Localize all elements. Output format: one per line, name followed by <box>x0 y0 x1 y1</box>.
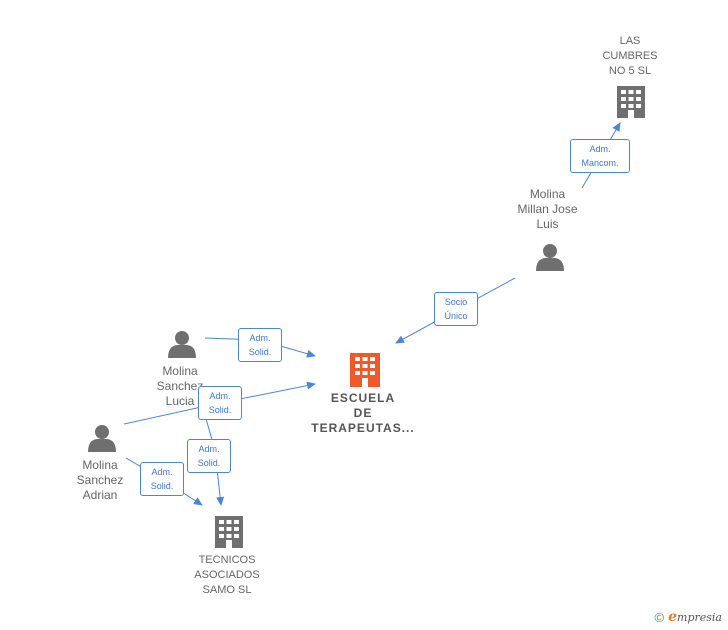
building-icon[interactable] <box>617 86 645 118</box>
molina-lucia-label[interactable]: Molina Sanchez Lucia <box>156 364 204 408</box>
edge-label-adrian-center: Adm.Solid. <box>198 386 242 420</box>
building-icon[interactable] <box>215 516 243 548</box>
person-icon[interactable] <box>88 425 116 452</box>
empresia-logo[interactable]: empresia <box>668 609 722 625</box>
edge-label-lucia-center: Adm.Solid. <box>238 328 282 362</box>
edge-label-adrian-tecnicos: Adm.Solid. <box>140 462 184 496</box>
edge-label-adm-mancom: Adm.Mancom. <box>570 139 630 173</box>
person-icon[interactable] <box>168 331 196 358</box>
copyright-icon: © <box>654 609 665 625</box>
building-icon[interactable] <box>350 353 380 387</box>
center-company-label[interactable]: ESCUELA DE TERAPEUTAS... <box>311 391 415 435</box>
tecnicos-label[interactable]: TECNICOS ASOCIADOS SAMO SL <box>194 554 260 596</box>
las-cumbres-label[interactable]: LAS CUMBRES NO 5 SL <box>602 35 658 77</box>
edge-label-lucia-tecnicos: Adm.Solid. <box>187 439 231 473</box>
person-icon[interactable] <box>536 244 564 271</box>
molina-millan-label[interactable]: Molina Millan Jose Luis <box>517 187 578 231</box>
copyright-footer: © empresia <box>655 609 722 625</box>
molina-adrian-label[interactable]: Molina Sanchez Adrian <box>76 458 124 502</box>
